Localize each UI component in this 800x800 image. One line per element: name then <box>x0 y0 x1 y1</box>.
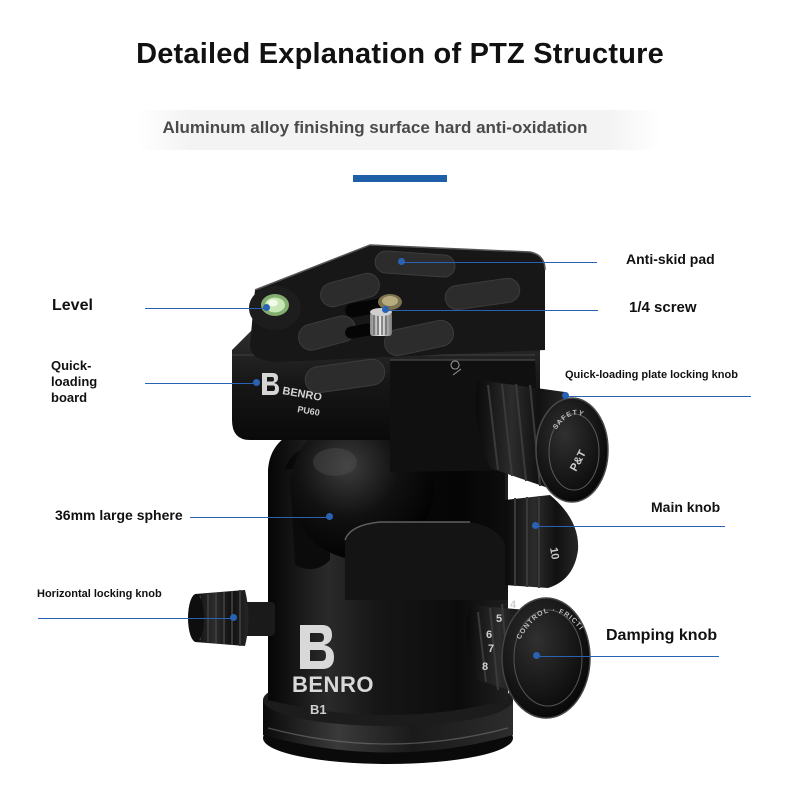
leader-anti-skid-pad <box>402 262 597 263</box>
plate-locking-knob: SAFETY P&T <box>475 380 609 503</box>
leader-dot-large-sphere <box>326 513 333 520</box>
leader-horizontal-locking-knob <box>38 618 234 619</box>
main-body: BENRO B1 <box>268 416 508 717</box>
label-large-sphere: 36mm large sphere <box>55 507 183 523</box>
leader-level <box>145 308 267 309</box>
leader-dot-plate-locking-knob <box>562 392 569 399</box>
main-knob-number: 10 <box>547 546 561 560</box>
quick-release-plate <box>249 244 546 394</box>
leader-screw <box>386 310 598 311</box>
clamp-model-text: PU60 <box>297 404 321 418</box>
leader-large-sphere <box>190 517 330 518</box>
scale-6: 6 <box>486 629 492 641</box>
leader-damping-knob <box>537 656 719 657</box>
main-knob: 10 <box>505 495 579 588</box>
leader-quick-loading-board <box>145 383 257 384</box>
body-brand-text: BENRO <box>292 672 374 697</box>
page-subtitle: Aluminum alloy finishing surface hard an… <box>162 118 588 137</box>
scale-5: 5 <box>496 613 502 625</box>
label-anti-skid-pad: Anti-skid pad <box>626 251 715 267</box>
label-horizontal-locking-knob: Horizontal locking knob <box>37 588 162 600</box>
leader-dot-damping-knob <box>533 652 540 659</box>
leader-dot-main-knob <box>532 522 539 529</box>
subtitle-background <box>138 110 660 150</box>
body-model-text: B1 <box>310 702 327 717</box>
page-title: Detailed Explanation of PTZ Structure <box>136 38 664 70</box>
leader-dot-screw <box>382 306 389 313</box>
leader-dot-quick-loading-board <box>253 379 260 386</box>
label-level: Level <box>52 297 93 314</box>
leader-dot-horizontal-locking-knob <box>230 614 237 621</box>
leader-dot-anti-skid-pad <box>398 258 405 265</box>
leader-dot-level <box>263 304 270 311</box>
scale-7: 7 <box>488 643 494 655</box>
bubble-level <box>249 286 301 330</box>
label-plate-locking-knob: Quick-loading plate locking knob <box>565 369 738 381</box>
label-damping-knob: Damping knob <box>606 627 718 644</box>
leader-plate-locking-knob <box>566 396 751 397</box>
accent-bar <box>353 175 447 182</box>
scale-4: 4 <box>510 599 517 611</box>
label-quick-loading-board: Quick-loading board <box>51 358 98 405</box>
label-main-knob: Main knob <box>651 499 721 515</box>
leader-main-knob <box>536 526 725 527</box>
scale-8: 8 <box>482 661 488 673</box>
label-screw: 1/4 screw <box>629 299 697 316</box>
